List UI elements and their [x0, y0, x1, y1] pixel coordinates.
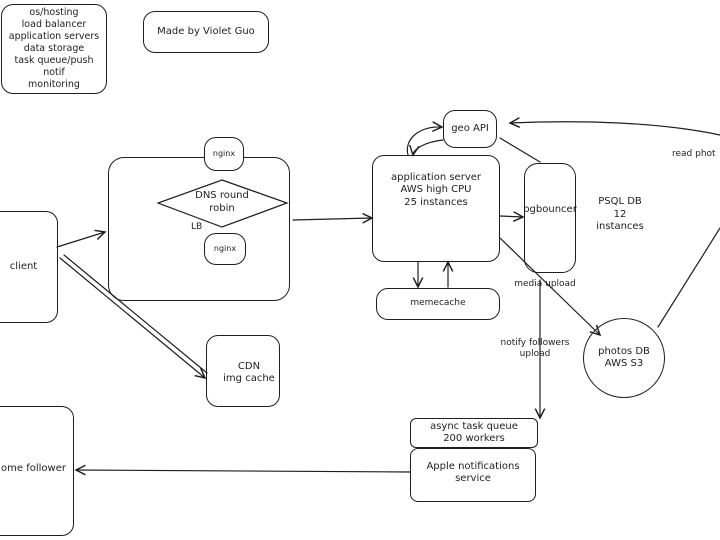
edge-app-photos: [499, 237, 600, 335]
credit-text: Made by Violet Guo: [157, 25, 255, 37]
cdn-label: CDN img cache: [223, 360, 275, 385]
read-photo-label: read phot: [672, 149, 716, 159]
memecache-node: memecache: [376, 288, 500, 320]
apple-notifications-label: Apple notifications service: [426, 460, 520, 485]
nginx-bottom-label: nginx: [213, 244, 237, 253]
pgbouncer-node: pgbouncer: [523, 163, 577, 273]
legend-item: monitoring: [28, 79, 80, 90]
geo-api-label: geo API: [451, 122, 489, 134]
dns-diamond: [156, 179, 289, 228]
legend-item: load balancer: [21, 19, 87, 30]
edge-app-geo: [406, 127, 442, 156]
memecache-label: memecache: [410, 298, 466, 309]
edge-geo-app: [413, 139, 444, 155]
legend-item: task queue/push: [14, 55, 94, 66]
notify-followers-label: notify followers upload: [500, 338, 570, 360]
legend-item: application servers: [8, 31, 100, 42]
app-server-node: application server AWS high CPU 25 insta…: [372, 155, 500, 262]
credit-box: Made by Violet Guo: [143, 11, 269, 53]
legend-item: os/hosting: [29, 7, 79, 18]
edge-lb-app: [292, 218, 372, 220]
edge-client-cdn: [59, 257, 205, 378]
follower-label: ome follower: [1, 462, 66, 474]
task-queue-label: async task queue 200 workers: [430, 420, 518, 445]
dns-label: DNS round robin: [195, 190, 249, 214]
app-server-label: application server AWS high CPU 25 insta…: [391, 171, 481, 208]
photos-db-node: photos DB AWS S3: [583, 318, 665, 398]
geo-api-node: geo API: [443, 110, 497, 148]
load-balancer-group: [108, 157, 290, 301]
photos-db-label: photos DB AWS S3: [598, 345, 650, 370]
legend-item: data storage: [23, 43, 85, 54]
edge-apple-follower: [76, 470, 411, 472]
edge-app-pg: [499, 216, 523, 217]
client-node: client: [0, 211, 58, 323]
pgbouncer-label: pgbouncer: [523, 203, 577, 215]
apple-notifications-node: Apple notifications service: [410, 448, 536, 502]
edge-client-lb: [56, 232, 105, 248]
media-upload-label: media upload: [514, 279, 576, 289]
nginx-bottom-node: nginx: [204, 233, 246, 265]
edge-pg-geo: [499, 137, 541, 163]
edge-read-photo: [510, 122, 720, 136]
client-label: client: [9, 260, 38, 272]
legend-item: notif: [43, 67, 65, 78]
psql-db-label: PSQL DB 12 instances: [596, 196, 644, 232]
lb-label: LB: [191, 222, 203, 232]
cdn-node: CDN img cache: [206, 335, 280, 407]
follower-node: ome follower: [0, 406, 74, 536]
nginx-top-label: nginx: [212, 149, 236, 158]
task-queue-node: async task queue 200 workers: [410, 418, 538, 448]
nginx-top-node: nginx: [204, 137, 244, 171]
